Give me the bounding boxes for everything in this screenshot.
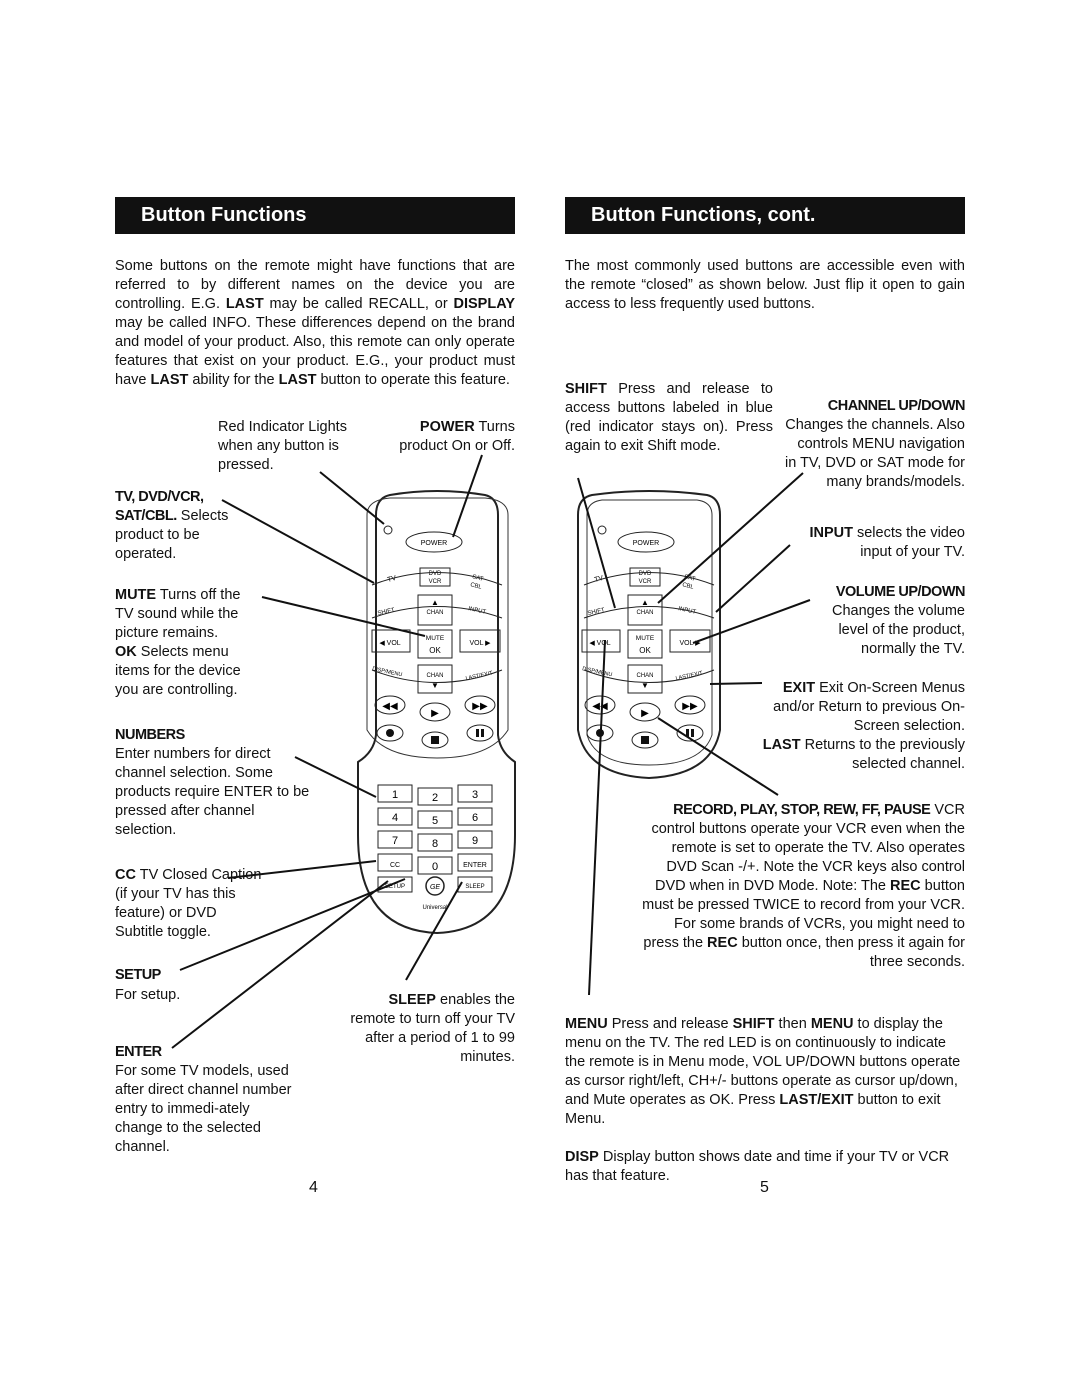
right-intro: The most commonly used buttons are acces…: [565, 258, 965, 312]
right-section-header: Button Functions, cont.: [565, 197, 965, 234]
svg-text:CBL: CBL: [469, 582, 482, 591]
remote-closed-illustration: POWER TV DVD VCR SAT CBL SHIFT ▲ CHAN IN…: [577, 490, 721, 780]
svg-text:9: 9: [472, 835, 478, 847]
svg-text:VOL ▶: VOL ▶: [679, 640, 701, 647]
svg-text:LAST/EXIT: LAST/EXIT: [465, 670, 494, 682]
svg-text:VCR: VCR: [639, 579, 652, 585]
svg-text:ENTER: ENTER: [463, 862, 487, 869]
svg-text:SAT: SAT: [683, 574, 696, 583]
red-indicator-led: [383, 525, 393, 535]
svg-text:▶▶: ▶▶: [682, 701, 698, 712]
record-note: RECORD, PLAY, STOP, REW, FF, PAUSE VCR c…: [642, 802, 965, 970]
svg-text:◀ VOL: ◀ VOL: [589, 640, 610, 647]
svg-text:▶▶: ▶▶: [472, 701, 488, 712]
setup-title: SETUP: [115, 967, 161, 983]
svg-text:SLEEP: SLEEP: [465, 884, 484, 890]
svg-text:▶: ▶: [431, 708, 439, 719]
svg-text:▼: ▼: [641, 681, 649, 690]
svg-text:MUTE: MUTE: [636, 635, 655, 642]
svg-text:CHAN: CHAN: [636, 673, 653, 679]
input-note: INPUT selects the video input of your TV…: [809, 525, 965, 560]
svg-text:VCR: VCR: [429, 579, 442, 585]
enter-note: For some TV models, used after direct ch…: [115, 1063, 292, 1155]
svg-text:8: 8: [432, 838, 438, 850]
mute-ok-button[interactable]: MUTE OK: [417, 629, 453, 659]
svg-text:4: 4: [392, 812, 398, 824]
page-number-right: 5: [760, 1179, 769, 1196]
svg-text:▲: ▲: [641, 598, 649, 607]
svg-text:SHIFT: SHIFT: [587, 607, 606, 617]
setup-note: For setup.: [115, 987, 181, 1003]
volume-title: VOLUME UP/DOWN: [835, 584, 966, 600]
svg-text:DVD: DVD: [639, 571, 652, 577]
shift-note: SHIFT Press and release to access button…: [565, 381, 773, 454]
channel-title: CHANNEL UP/DOWN: [827, 398, 966, 414]
sleep-note: SLEEP enables the remote to turn off you…: [350, 992, 515, 1065]
mute-note: MUTE Turns off the TV sound while the pi…: [115, 587, 241, 641]
svg-text:2: 2: [432, 792, 438, 804]
svg-text:SHIFT: SHIFT: [377, 607, 396, 617]
volume-note: Changes the volume level of the product,…: [832, 603, 965, 657]
svg-text:◀ VOL: ◀ VOL: [379, 640, 400, 647]
svg-text:6: 6: [472, 812, 478, 824]
tv-dvd-note: TV, DVD/VCR, SAT/CBL. Selects product to…: [115, 489, 229, 562]
power-button[interactable]: POWER: [405, 531, 463, 553]
svg-text:7: 7: [392, 835, 398, 847]
last-note: LAST Returns to the previously selected …: [762, 737, 965, 772]
numbers-title: NUMBERS: [115, 727, 185, 743]
exit-note: EXIT Exit On-Screen Menus and/or Return …: [773, 680, 965, 734]
svg-text:▼: ▼: [431, 681, 439, 690]
svg-text:5: 5: [432, 815, 438, 827]
disp-note: DISP Display button shows date and time …: [565, 1149, 950, 1184]
svg-text:POWER: POWER: [633, 540, 659, 547]
page-number-left: 4: [309, 1179, 318, 1196]
ok-note: OK Selects menu items for the device you…: [115, 644, 241, 698]
power-note: POWER Turns product On or Off.: [399, 419, 515, 454]
cc-note: CC TV Closed Caption (if your TV has thi…: [115, 867, 262, 940]
red-indicator-note: Red Indicator Lights when any button is …: [218, 419, 347, 473]
svg-text:▶: ▶: [641, 708, 649, 719]
svg-text:◀◀: ◀◀: [592, 701, 608, 712]
svg-text:Universal: Universal: [422, 905, 447, 911]
left-intro: Some buttons on the remote might have fu…: [115, 258, 516, 388]
svg-text:◀◀: ◀◀: [382, 701, 398, 712]
svg-text:DVD: DVD: [429, 571, 442, 577]
svg-text:CBL: CBL: [681, 582, 694, 591]
remote-open-illustration: POWER TV DVD VCR SAT CBL SHIFT ▲ CHAN IN…: [357, 490, 516, 935]
svg-text:GE: GE: [430, 884, 440, 891]
svg-text:CHAN: CHAN: [636, 610, 653, 616]
svg-text:3: 3: [472, 789, 478, 801]
enter-title: ENTER: [115, 1044, 162, 1060]
svg-text:OK: OK: [429, 646, 441, 655]
svg-text:POWER: POWER: [421, 540, 447, 547]
svg-text:SAT: SAT: [471, 574, 484, 583]
svg-text:VOL ▶: VOL ▶: [469, 640, 491, 647]
ge-logo: [425, 876, 445, 896]
numbers-note: Enter numbers for direct channel selecti…: [115, 746, 310, 838]
svg-text:0: 0: [432, 861, 438, 873]
svg-text:SETUP: SETUP: [385, 884, 405, 890]
svg-text:MUTE: MUTE: [426, 635, 445, 642]
svg-text:▲: ▲: [431, 598, 439, 607]
svg-text:CHAN: CHAN: [426, 610, 443, 616]
left-section-header: Button Functions: [115, 197, 515, 234]
svg-text:OK: OK: [639, 646, 651, 655]
menu-note: MENU Press and release SHIFT then MENU t…: [565, 1016, 961, 1127]
svg-text:TV: TV: [387, 575, 398, 584]
svg-text:CHAN: CHAN: [426, 673, 443, 679]
svg-text:LAST/EXIT: LAST/EXIT: [675, 670, 704, 682]
svg-text:CC: CC: [390, 862, 400, 869]
channel-note: Changes the channels. Also controls MENU…: [785, 417, 965, 490]
svg-text:1: 1: [392, 789, 398, 801]
